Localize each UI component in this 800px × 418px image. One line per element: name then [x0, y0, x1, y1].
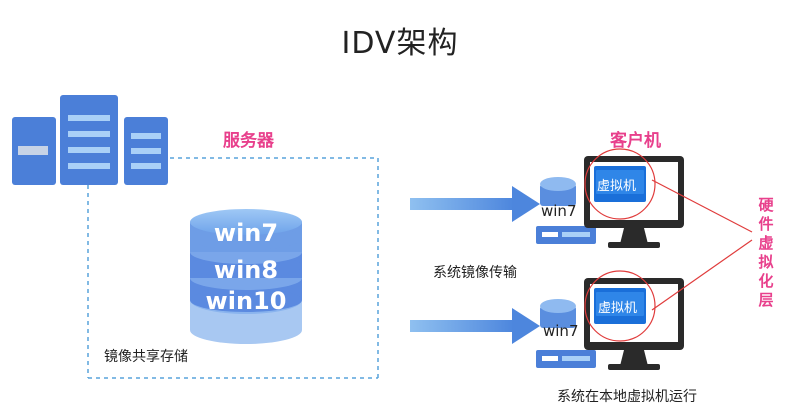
- terminal-device-icon: [536, 177, 596, 244]
- hardware-layer-connectors: [651, 179, 753, 311]
- vm-label: 虚拟机: [598, 301, 638, 316]
- image-win8: win8: [213, 256, 279, 284]
- run-label: 系统在本地虚拟机运行: [557, 389, 697, 405]
- client-label: 客户机: [610, 131, 661, 151]
- hardware-virtualization-layer-label: 硬件虚拟化层: [758, 196, 774, 309]
- server-boundary: [87, 157, 379, 379]
- monitor-icon: [584, 148, 684, 248]
- image-win7: win7: [213, 219, 279, 247]
- transfer-label: 系统镜像传输: [433, 265, 517, 281]
- monitor-icon: [584, 270, 684, 370]
- vm-label: 虚拟机: [597, 179, 637, 194]
- image-win10: win10: [205, 287, 287, 315]
- client-os-label: win7: [541, 202, 577, 220]
- page-title: IDV架构: [341, 26, 459, 61]
- server-label: 服务器: [223, 131, 274, 151]
- server-rack-icon: [12, 95, 168, 185]
- arrow-right-icon: [410, 186, 540, 222]
- storage-label: 镜像共享存储: [104, 349, 188, 365]
- database-icon: [190, 209, 302, 344]
- terminal-device-icon: [536, 299, 596, 368]
- arrow-right-icon: [410, 308, 540, 344]
- client-os-label: win7: [543, 322, 579, 340]
